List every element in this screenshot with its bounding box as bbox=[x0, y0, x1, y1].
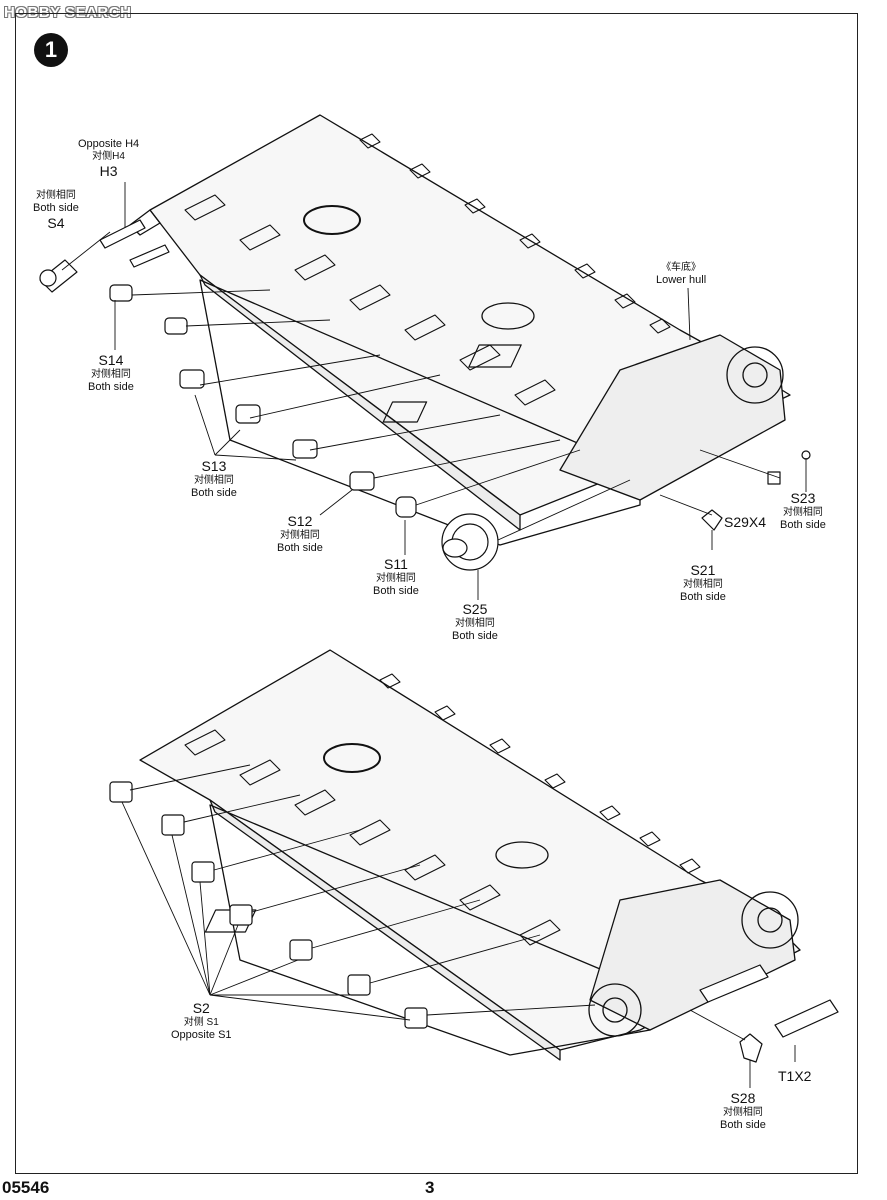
label-s2-cn: 对侧 S1 bbox=[183, 1016, 219, 1028]
label-s4-both: Both side bbox=[33, 202, 79, 214]
label-s12-cn: 对侧相同 bbox=[279, 529, 320, 541]
watermark: HOBBY SEARCH bbox=[4, 4, 132, 21]
label-s11-both: Both side bbox=[373, 584, 419, 597]
label-s13: S13 bbox=[201, 458, 227, 474]
label-s28-group: S28 对侧相同 Both side bbox=[720, 1090, 766, 1132]
page-number: 3 bbox=[425, 1178, 435, 1197]
label-s4: S4 bbox=[47, 215, 65, 232]
label-lower-hull: Lower hull bbox=[656, 274, 707, 286]
label-s14-both: Both side bbox=[88, 380, 134, 393]
label-s23-both: Both side bbox=[780, 518, 826, 531]
label-s21-both: Both side bbox=[680, 590, 726, 603]
label-s29: S29X4 bbox=[724, 514, 767, 530]
label-s28-cn: 对侧相同 bbox=[722, 1106, 763, 1118]
label-s14: S14 bbox=[98, 352, 124, 368]
label-t1: T1X2 bbox=[778, 1068, 812, 1084]
step-badge: 1 bbox=[34, 33, 68, 67]
label-s25: S25 bbox=[462, 601, 488, 617]
label-s14-group: S14 对侧相同 Both side bbox=[88, 352, 134, 394]
label-s12-both: Both side bbox=[277, 541, 323, 554]
label-s28-both: Both side bbox=[720, 1118, 766, 1131]
label-s11: S11 bbox=[384, 556, 408, 572]
label-s12: S12 bbox=[287, 513, 313, 529]
loose-parts-bottom bbox=[109, 781, 839, 1063]
label-opposite-h4: Opposite H4 bbox=[78, 138, 140, 150]
label-s23-group: S23 对侧相同 Both side bbox=[780, 490, 826, 532]
label-s2-group: S2 对侧 S1 Opposite S1 bbox=[171, 1000, 232, 1042]
leader-lines-bottom bbox=[121, 764, 796, 1088]
label-s21-group: S21 对侧相同 Both side bbox=[680, 562, 726, 604]
label-s4-group: 对侧相同 Both side S4 bbox=[33, 190, 79, 232]
label-h3: H3 bbox=[99, 163, 118, 180]
label-s14-cn: 对侧相同 bbox=[90, 368, 131, 380]
label-s25-cn: 对侧相同 bbox=[454, 617, 495, 629]
loose-parts-top bbox=[39, 219, 811, 571]
label-s2-opposite: Opposite S1 bbox=[171, 1028, 232, 1041]
page-frame bbox=[15, 13, 858, 1174]
label-s12-group: S12 对侧相同 Both side bbox=[277, 513, 323, 555]
label-s13-cn: 对侧相同 bbox=[193, 474, 234, 486]
label-s23-cn: 对侧相同 bbox=[782, 506, 823, 518]
label-s4-cn: 对侧相同 bbox=[35, 190, 76, 201]
leader-lines-top bbox=[61, 182, 807, 600]
lower-hull-bottom-view bbox=[139, 649, 801, 1061]
label-s25-group: S25 对侧相同 Both side bbox=[452, 601, 498, 643]
label-s13-both: Both side bbox=[191, 486, 237, 499]
label-s21-cn: 对侧相同 bbox=[682, 578, 723, 590]
label-s2: S2 bbox=[192, 1000, 210, 1016]
label-s25-both: Both side bbox=[452, 629, 498, 642]
label-s13-group: S13 对侧相同 Both side bbox=[191, 458, 237, 500]
label-lower-hull-cn: 《车底》 bbox=[661, 262, 702, 273]
label-s28: S28 bbox=[730, 1090, 756, 1106]
kit-number: 05546 bbox=[2, 1178, 50, 1197]
label-s29-group: S29X4 bbox=[724, 514, 766, 531]
label-t1-group: T1X2 bbox=[778, 1068, 811, 1085]
label-h3-group: Opposite H4 对侧H4 H3 bbox=[78, 138, 139, 180]
label-h3-cn: 对侧H4 bbox=[92, 151, 125, 163]
label-s23: S23 bbox=[790, 490, 816, 506]
label-s21: S21 bbox=[690, 562, 716, 578]
label-s11-cn: 对侧相同 bbox=[375, 572, 416, 584]
lower-hull-top-view bbox=[129, 114, 791, 546]
label-s11-group: S11 对侧相同 Both side bbox=[373, 556, 419, 598]
label-lower-hull-group: 《车底》 Lower hull bbox=[656, 262, 706, 287]
